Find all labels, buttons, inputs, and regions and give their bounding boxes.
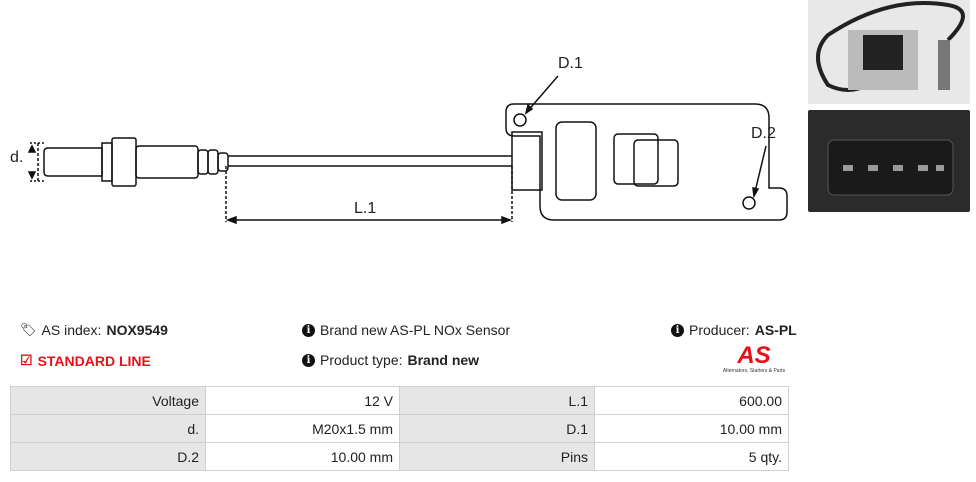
product-photo[interactable] xyxy=(808,0,970,104)
spec-key: Pins xyxy=(399,442,595,471)
label-d: d. xyxy=(10,149,24,166)
product-type: i Product type: Brand new xyxy=(302,352,479,368)
spec-value: M20x1.5 mm xyxy=(205,414,400,443)
spec-value: 10.00 mm xyxy=(594,414,789,443)
info-icon: i xyxy=(302,323,315,337)
logo-text: AS xyxy=(737,342,771,369)
spec-key: D.1 xyxy=(399,414,595,443)
connector-photo[interactable] xyxy=(808,110,970,212)
label-d2: D.2 xyxy=(751,125,776,142)
spec-key: L.1 xyxy=(399,386,595,415)
product-type-value: Brand new xyxy=(407,352,480,368)
spec-value: 5 qty. xyxy=(594,442,789,471)
as-pl-logo: AS Alternators, Starters & Parts xyxy=(716,342,792,375)
label-l1: L.1 xyxy=(354,200,377,217)
hex-nut xyxy=(111,137,137,187)
standard-line: ☑ STANDARD LINE xyxy=(20,352,151,369)
label-d1: D.1 xyxy=(558,55,583,72)
checkbox-icon: ☑ xyxy=(20,352,33,368)
line-label: STANDARD LINE xyxy=(37,352,151,369)
spec-key: Voltage xyxy=(10,386,206,415)
product-type-label: Product type: xyxy=(320,352,403,368)
sensor-diagram xyxy=(27,75,788,225)
producer: i Producer: AS-PL xyxy=(671,322,797,338)
spec-value: 10.00 mm xyxy=(205,442,400,471)
spec-value: 12 V xyxy=(205,386,400,415)
description: i Brand new AS-PL NOx Sensor xyxy=(302,322,510,338)
logo-tagline: Alternators, Starters & Parts xyxy=(722,368,786,374)
info-icon: i xyxy=(302,353,315,367)
spec-key: D.2 xyxy=(10,442,206,471)
producer-value: AS-PL xyxy=(754,322,797,338)
description-text: Brand new AS-PL NOx Sensor xyxy=(320,322,511,338)
as-index-label: AS index: xyxy=(41,322,102,338)
as-index: 🏷 AS index: NOX9549 xyxy=(20,322,168,338)
as-index-value: NOX9549 xyxy=(106,322,168,338)
producer-label: Producer: xyxy=(689,322,750,338)
spec-value: 600.00 xyxy=(594,386,789,415)
sensor-tip xyxy=(43,147,103,177)
info-icon: i xyxy=(671,323,684,337)
tags-icon: 🏷 xyxy=(20,322,37,337)
spec-key: d. xyxy=(10,414,206,443)
